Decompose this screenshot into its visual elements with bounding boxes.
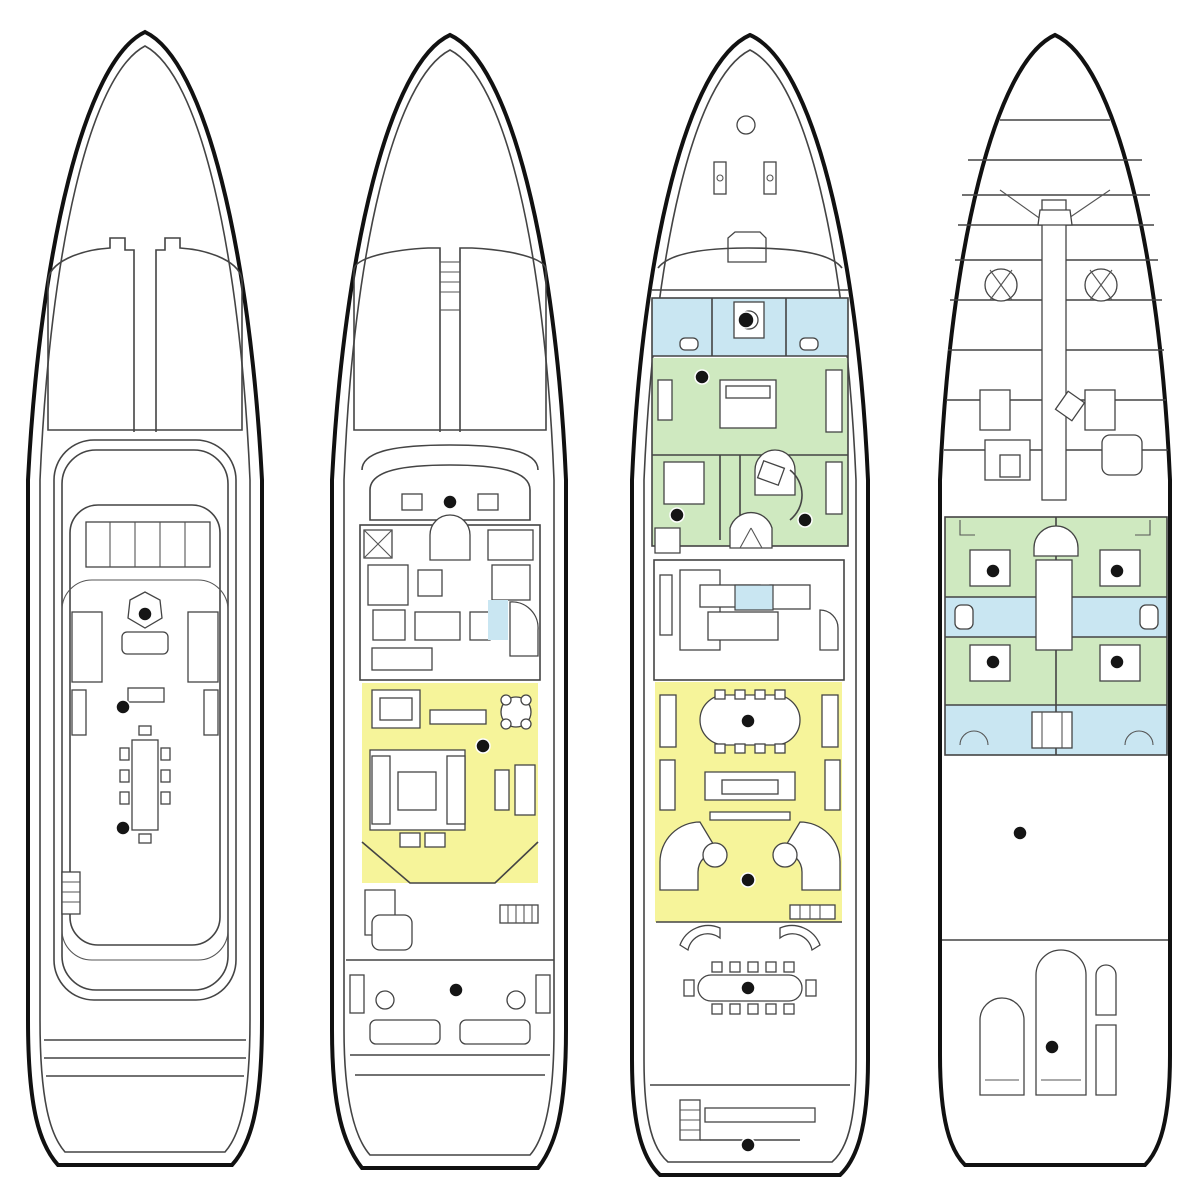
- main-zone-blue-mid: [734, 584, 774, 611]
- circular-marker-icon: [740, 872, 756, 888]
- circular-marker-icon: [137, 606, 153, 622]
- sun-deck-pad: [61, 579, 229, 961]
- sunbed-rack: [85, 521, 211, 568]
- circular-marker-icon: [985, 563, 1001, 579]
- circular-marker-icon: [115, 699, 131, 715]
- lower-deck-plan: [938, 32, 1172, 1167]
- circular-marker-icon: [1109, 563, 1125, 579]
- circular-marker-icon: [740, 1137, 756, 1153]
- lower-tender-garage: [942, 939, 1168, 1096]
- circular-marker-icon: [985, 654, 1001, 670]
- sun-deck-plan: [26, 29, 264, 1167]
- bridge-aft-deck: [349, 974, 551, 1045]
- main-service-area: [653, 559, 845, 681]
- circular-marker-icon: [737, 311, 755, 329]
- bridge-interior: [359, 514, 541, 681]
- bridge-saloon-furniture: [369, 689, 536, 848]
- sun-deck-dining-table: [119, 725, 171, 844]
- circular-marker-icon: [797, 512, 813, 528]
- circular-marker-icon: [1044, 1039, 1060, 1055]
- lower-crew-area: [944, 119, 1168, 501]
- main-central-stair: [654, 511, 773, 554]
- bridge-deck-plan: [330, 32, 568, 1170]
- bridge-mast-ladder: [439, 261, 461, 311]
- circular-marker-icon: [1012, 825, 1028, 841]
- circular-marker-icon: [694, 369, 710, 385]
- circular-marker-icon: [442, 494, 458, 510]
- main-deck-foredeck: [652, 115, 848, 291]
- bridge-aft-stairs: [364, 889, 539, 951]
- bridge-deck-hull: [330, 32, 568, 1170]
- circular-marker-icon: [740, 713, 756, 729]
- main-deck-plan: [630, 32, 870, 1177]
- lower-guest-cabins: [944, 516, 1168, 756]
- circular-marker-icon: [1109, 654, 1125, 670]
- circular-marker-icon: [115, 820, 131, 836]
- circular-marker-icon: [448, 982, 464, 998]
- jacuzzi-area: [71, 591, 219, 736]
- main-saloon-furniture: [659, 689, 841, 891]
- circular-marker-icon: [475, 738, 491, 754]
- sun-deck-stairs: [61, 871, 81, 915]
- bridge-staircase-icon: [509, 601, 539, 657]
- circular-marker-icon: [669, 507, 685, 523]
- circular-marker-icon: [740, 980, 756, 996]
- bridge-zone-blue: [488, 600, 508, 640]
